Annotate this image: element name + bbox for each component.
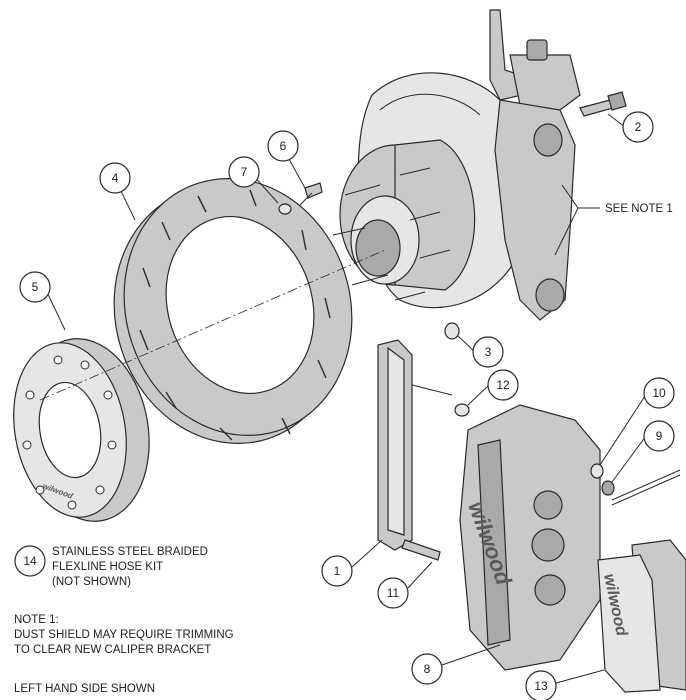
callout-3: 3 bbox=[472, 336, 504, 368]
svg-text:1: 1 bbox=[334, 564, 341, 578]
axis-centerline bbox=[39, 249, 386, 401]
svg-text:11: 11 bbox=[387, 586, 400, 600]
svg-text:STAINLESS STEEL BRAIDED: STAINLESS STEEL BRAIDED bbox=[52, 546, 208, 558]
hat-part: wilwood bbox=[13, 338, 150, 522]
wheel-studs bbox=[332, 167, 451, 301]
caliper-part: wilwood bbox=[459, 404, 601, 671]
callout-2: 2 bbox=[622, 111, 654, 143]
svg-text:TO CLEAR NEW CALIPER BRACKET: TO CLEAR NEW CALIPER BRACKET bbox=[14, 644, 211, 656]
rotor-part bbox=[113, 178, 353, 444]
callout-8: 8 bbox=[411, 653, 443, 685]
svg-text:6: 6 bbox=[280, 139, 287, 153]
see-note-label: SEE NOTE 1 bbox=[605, 203, 673, 215]
svg-text:13: 13 bbox=[534, 679, 548, 693]
callout-14: 14 bbox=[14, 545, 46, 577]
callout-12: 12 bbox=[487, 369, 519, 401]
svg-text:10: 10 bbox=[652, 386, 666, 400]
svg-text:DUST SHIELD MAY REQUIRE TRIMMI: DUST SHIELD MAY REQUIRE TRIMMING bbox=[14, 629, 234, 641]
svg-text:14: 14 bbox=[23, 554, 37, 568]
svg-text:4: 4 bbox=[112, 171, 119, 185]
svg-text:2: 2 bbox=[635, 120, 642, 134]
small-hardware bbox=[278, 182, 681, 561]
svg-text:(NOT SHOWN): (NOT SHOWN) bbox=[52, 576, 131, 588]
svg-text:3: 3 bbox=[485, 345, 492, 359]
spindle-knuckle bbox=[332, 9, 581, 321]
callout-13: 13 bbox=[525, 670, 557, 700]
callout-1: 1 bbox=[321, 555, 353, 587]
item-14-description: STAINLESS STEEL BRAIDED FLEXLINE HOSE KI… bbox=[52, 546, 208, 588]
svg-text:12: 12 bbox=[496, 378, 510, 392]
callout-7: 7 bbox=[228, 156, 260, 188]
svg-text:FLEXLINE HOSE KIT: FLEXLINE HOSE KIT bbox=[52, 561, 163, 573]
callout-10: 10 bbox=[643, 377, 675, 409]
callout-5: 5 bbox=[19, 271, 51, 303]
svg-text:NOTE 1:: NOTE 1: bbox=[14, 614, 59, 626]
svg-text:7: 7 bbox=[241, 165, 248, 179]
callout-4: 4 bbox=[99, 162, 131, 194]
brake-pads-part: wilwood bbox=[597, 539, 686, 693]
svg-text:5: 5 bbox=[32, 280, 39, 294]
callout-11: 11 bbox=[377, 577, 409, 609]
side-shown-label: LEFT HAND SIDE SHOWN bbox=[14, 683, 155, 695]
bolt-2-part bbox=[579, 91, 627, 117]
svg-text:9: 9 bbox=[656, 429, 663, 443]
caliper-bracket-part bbox=[377, 339, 453, 554]
svg-text:8: 8 bbox=[424, 662, 431, 676]
callout-6: 6 bbox=[267, 130, 299, 162]
leader-lines bbox=[44, 113, 648, 684]
note-1-block: NOTE 1: DUST SHIELD MAY REQUIRE TRIMMING… bbox=[14, 614, 234, 656]
callout-9: 9 bbox=[643, 420, 675, 452]
